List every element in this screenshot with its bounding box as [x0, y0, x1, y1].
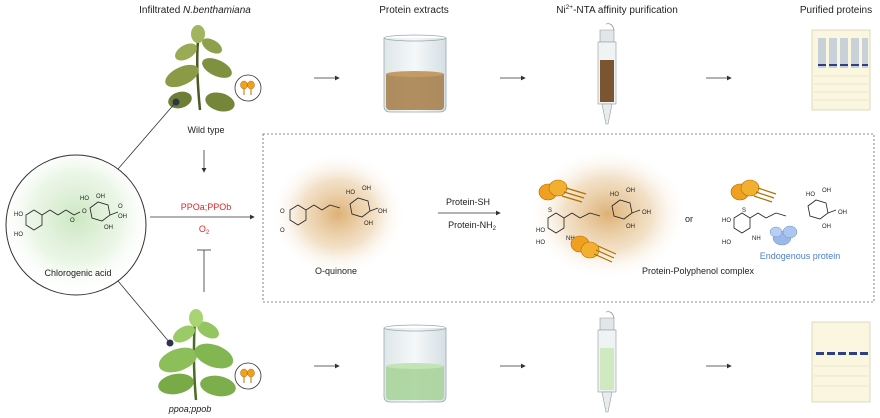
- svg-text:HO: HO: [806, 192, 815, 198]
- svg-text:OH: OH: [118, 214, 127, 220]
- column-top: [597, 23, 617, 125]
- svg-text:HO: HO: [536, 228, 545, 234]
- svg-text:OH: OH: [822, 188, 831, 194]
- svg-text:NH: NH: [752, 236, 761, 242]
- label-endogenous-protein: Endogenous protein: [760, 251, 841, 261]
- svg-text:OH: OH: [626, 224, 635, 230]
- svg-text:S: S: [742, 208, 746, 214]
- svg-text:OH: OH: [96, 194, 105, 200]
- header-purified-proteins: Purified proteins: [800, 5, 872, 16]
- label-protein-nh2: Protein-NH2: [448, 220, 497, 232]
- svg-text:OH: OH: [838, 210, 847, 216]
- svg-text:OH: OH: [642, 210, 651, 216]
- svg-text:NH: NH: [566, 236, 575, 242]
- svg-text:HO: HO: [722, 240, 731, 246]
- header-ni-nta: Ni2+-NTA affinity purification: [556, 4, 678, 16]
- label-complex: Protein-Polyphenol complex: [642, 266, 755, 276]
- protein-blob-top: [538, 179, 587, 203]
- label-mutant: ppoa;ppob: [168, 404, 212, 414]
- svg-text:O: O: [280, 228, 285, 234]
- svg-text:OH: OH: [378, 209, 387, 215]
- ppo-enzyme-icon-top: [234, 74, 262, 102]
- svg-text:S: S: [548, 208, 552, 214]
- plant-mutant: [158, 309, 236, 401]
- svg-text:HO: HO: [722, 218, 731, 224]
- plant-wild-type: [165, 25, 235, 112]
- svg-text:OH: OH: [104, 225, 113, 231]
- svg-text:O: O: [82, 209, 87, 215]
- endogenous-complex-panel: S HO HO NH HO OH OH OH Endogenous protei…: [722, 179, 847, 261]
- svg-text:OH: OH: [364, 221, 373, 227]
- svg-text:OH: OH: [822, 224, 831, 230]
- label-or: or: [685, 214, 693, 224]
- svg-text:HO: HO: [610, 192, 619, 198]
- chlorogenic-acid-panel: HO HO O O OH HO OH OH O Chlorogenic acid: [5, 101, 177, 344]
- header-infiltrated: Infiltrated N.benthamiana: [139, 5, 251, 16]
- svg-text:HO: HO: [536, 240, 545, 246]
- header-protein-extracts: Protein extracts: [379, 5, 448, 16]
- svg-text:OH: OH: [362, 186, 371, 192]
- label-oxygen: O2: [199, 224, 210, 236]
- svg-text:HO: HO: [346, 190, 355, 196]
- gel-top: [811, 29, 871, 111]
- svg-text:HO: HO: [14, 212, 23, 218]
- label-oquinone: O-quinone: [315, 266, 357, 276]
- svg-text:O: O: [118, 204, 123, 210]
- protein-blob-bottom: [570, 235, 617, 263]
- reaction-box: [262, 133, 875, 303]
- ppo-enzyme-icon-bottom: [234, 362, 262, 390]
- oquinone-panel: O O HO OH OH OH O-quinone: [270, 152, 406, 276]
- beaker-top: [383, 34, 447, 113]
- label-wild-type: Wild type: [187, 125, 224, 135]
- svg-text:O: O: [70, 218, 75, 224]
- column-bottom: [597, 311, 617, 413]
- label-chlorogenic-acid: Chlorogenic acid: [44, 268, 111, 278]
- beaker-bottom: [383, 324, 447, 403]
- svg-text:O: O: [280, 209, 285, 215]
- protein-blob-endo-orange: [730, 179, 777, 203]
- svg-text:HO: HO: [14, 232, 23, 238]
- label-enzymes: PPOa;PPOb: [181, 202, 232, 212]
- complex-panel: S HO HO NH HO OH OH OH: [528, 148, 688, 280]
- svg-text:OH: OH: [626, 188, 635, 194]
- endogenous-protein-blob: [769, 225, 798, 246]
- svg-text:HO: HO: [80, 196, 89, 202]
- gel-bottom: [811, 321, 871, 403]
- label-protein-sh: Protein-SH: [446, 197, 490, 207]
